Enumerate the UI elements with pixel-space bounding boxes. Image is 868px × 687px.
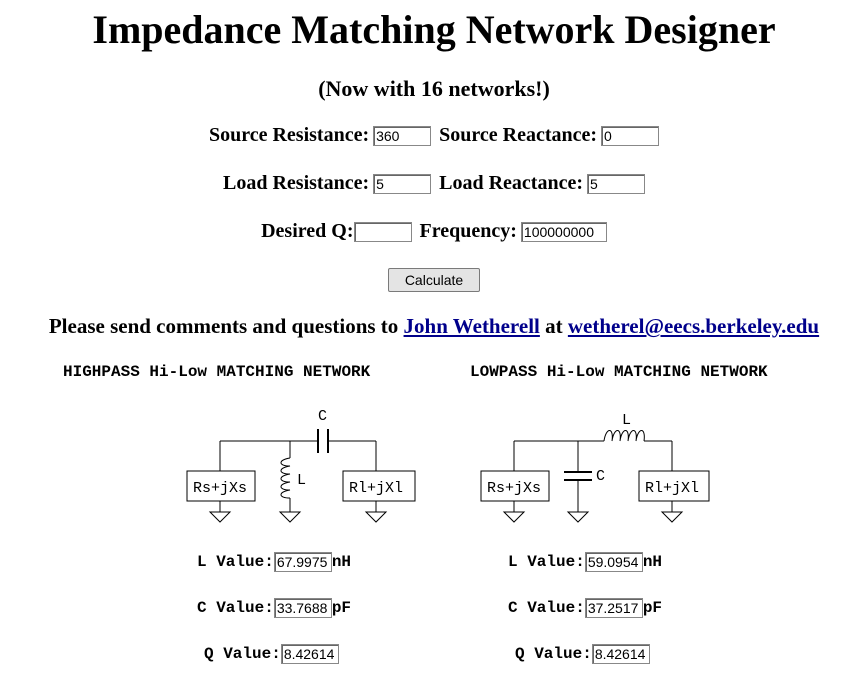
load-reactance-label: Load Reactance: (439, 172, 583, 194)
highpass-q-label: Q Value: (204, 645, 281, 663)
calculate-row: Calculate (0, 268, 868, 292)
contact-name-link[interactable]: John Wetherell (403, 314, 540, 338)
lowpass-l-symbol: L (622, 412, 631, 429)
frequency-label: Frequency: (419, 220, 517, 242)
load-resistance-input[interactable] (373, 173, 432, 194)
lowpass-l-row: L Value: nH (508, 552, 662, 572)
contact-email-link[interactable]: wetherel@eecs.berkeley.edu (567, 314, 820, 338)
q-frequency-row: Desired Q: Frequency: (0, 220, 868, 243)
load-resistance-label: Load Resistance: (223, 172, 370, 194)
lowpass-q-row: Q Value: (515, 644, 650, 664)
lowpass-c-label: C Value: (508, 599, 585, 617)
lowpass-source-box: Rs+jXs (487, 480, 541, 497)
highpass-l-label: L Value: (197, 553, 274, 571)
lowpass-l-label: L Value: (508, 553, 585, 571)
highpass-schematic: C L Rs+jXs Rl+jXl (186, 408, 416, 523)
desired-q-label: Desired Q: (261, 220, 354, 242)
source-resistance-label: Source Resistance: (208, 124, 370, 146)
highpass-c-label: C Value: (197, 599, 274, 617)
lowpass-l-unit: nH (642, 553, 663, 571)
highpass-l-unit: nH (331, 553, 352, 571)
highpass-load-box: Rl+jXl (349, 480, 403, 497)
contact-line: Please send comments and questions to Jo… (0, 314, 868, 339)
contact-prefix: Please send comments and questions to (48, 314, 399, 338)
calculate-button[interactable]: Calculate (388, 268, 480, 292)
highpass-title: HIGHPASS Hi-Low MATCHING NETWORK (63, 363, 371, 381)
lowpass-q-value-field[interactable] (591, 644, 650, 664)
desired-q-input[interactable] (353, 221, 412, 242)
page-title: Impedance Matching Network Designer (92, 7, 776, 52)
page-subtitle: (Now with 16 networks!) (318, 76, 550, 101)
source-reactance-label: Source Reactance: (439, 124, 598, 146)
highpass-l-symbol: L (297, 472, 306, 489)
highpass-c-symbol: C (318, 408, 327, 425)
lowpass-c-unit: pF (642, 599, 663, 617)
highpass-l-row: L Value: nH (197, 552, 351, 572)
highpass-q-row: Q Value: (204, 644, 339, 664)
lowpass-c-value-field[interactable] (584, 598, 643, 618)
lowpass-load-box: Rl+jXl (645, 480, 699, 497)
lowpass-c-symbol: C (596, 468, 605, 485)
highpass-q-value-field[interactable] (280, 644, 339, 664)
highpass-l-value-field[interactable] (273, 552, 332, 572)
highpass-c-unit: pF (331, 599, 352, 617)
source-resistance-input[interactable] (373, 125, 432, 146)
lowpass-q-label: Q Value: (515, 645, 592, 663)
lowpass-l-value-field[interactable] (584, 552, 643, 572)
source-row: Source Resistance: Source Reactance: (0, 124, 868, 147)
lowpass-title: LOWPASS Hi-Low MATCHING NETWORK (470, 363, 768, 381)
lowpass-schematic: L C Rs+jXs Rl+jXl (480, 412, 710, 523)
highpass-c-value-field[interactable] (273, 598, 332, 618)
highpass-source-box: Rs+jXs (193, 480, 247, 497)
contact-middle: at (545, 314, 563, 338)
load-row: Load Resistance: Load Reactance: (0, 172, 868, 195)
source-reactance-input[interactable] (601, 125, 660, 146)
frequency-input[interactable] (520, 221, 607, 242)
load-reactance-input[interactable] (586, 173, 645, 194)
highpass-c-row: C Value: pF (197, 598, 351, 618)
lowpass-c-row: C Value: pF (508, 598, 662, 618)
